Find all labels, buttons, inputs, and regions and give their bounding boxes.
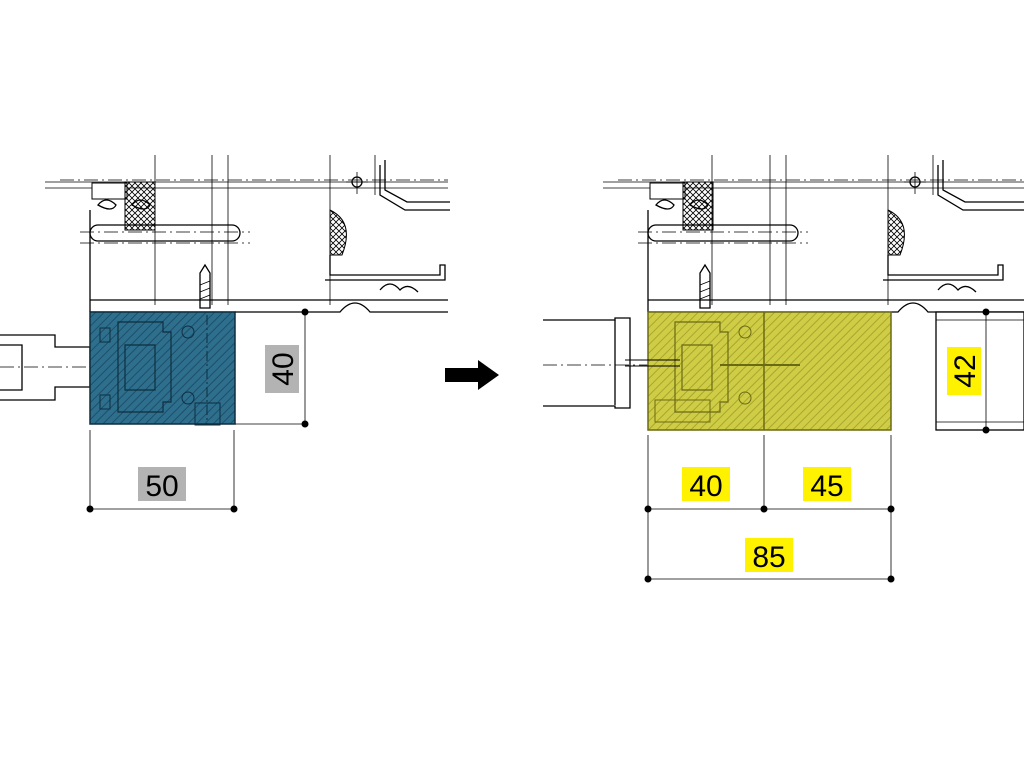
after-height-label: 42	[947, 347, 982, 395]
after-width-right-value: 45	[810, 470, 843, 503]
before-profile-section	[89, 311, 236, 426]
after-width-left-value: 40	[689, 470, 722, 503]
before-width-label: 50	[138, 467, 186, 503]
before-height-label: 40	[265, 345, 300, 393]
before-width-value: 50	[145, 470, 178, 503]
before-height-value: 40	[267, 352, 300, 385]
after-total-width-value: 85	[752, 541, 785, 574]
right-arrow-icon	[445, 360, 499, 390]
after-profile-section	[625, 311, 892, 431]
after-height-value: 42	[949, 354, 982, 387]
after-total-width-label: 85	[745, 538, 793, 574]
after-width-right-label: 45	[803, 467, 851, 503]
after-width-left-label: 40	[682, 467, 730, 503]
before-section-drawing	[0, 155, 450, 513]
